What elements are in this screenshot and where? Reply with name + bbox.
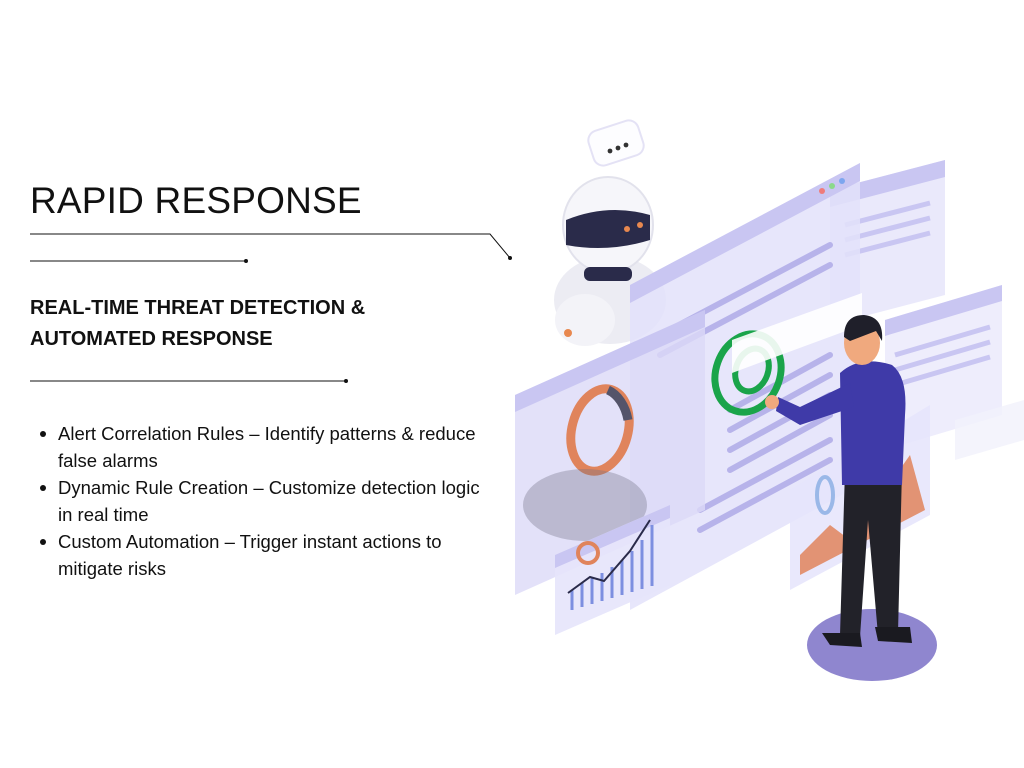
list-item: Custom Automation – Trigger instant acti… — [30, 528, 480, 582]
person-icon — [765, 315, 937, 681]
title-underline — [30, 233, 511, 259]
security-illustration — [515, 119, 1024, 681]
page-title: RAPID RESPONSE — [30, 180, 362, 221]
chat-bubble-icon — [587, 119, 645, 167]
line-chart-icon — [555, 505, 670, 635]
list-item: Alert Correlation Rules – Identify patte… — [30, 420, 480, 474]
page-subtitle: REAL-TIME THREAT DETECTION & AUTOMATED R… — [30, 297, 366, 350]
feature-list: Alert Correlation Rules – Identify patte… — [30, 420, 480, 582]
list-item: Dynamic Rule Creation – Customize detect… — [30, 474, 480, 528]
robot-icon — [554, 176, 666, 346]
